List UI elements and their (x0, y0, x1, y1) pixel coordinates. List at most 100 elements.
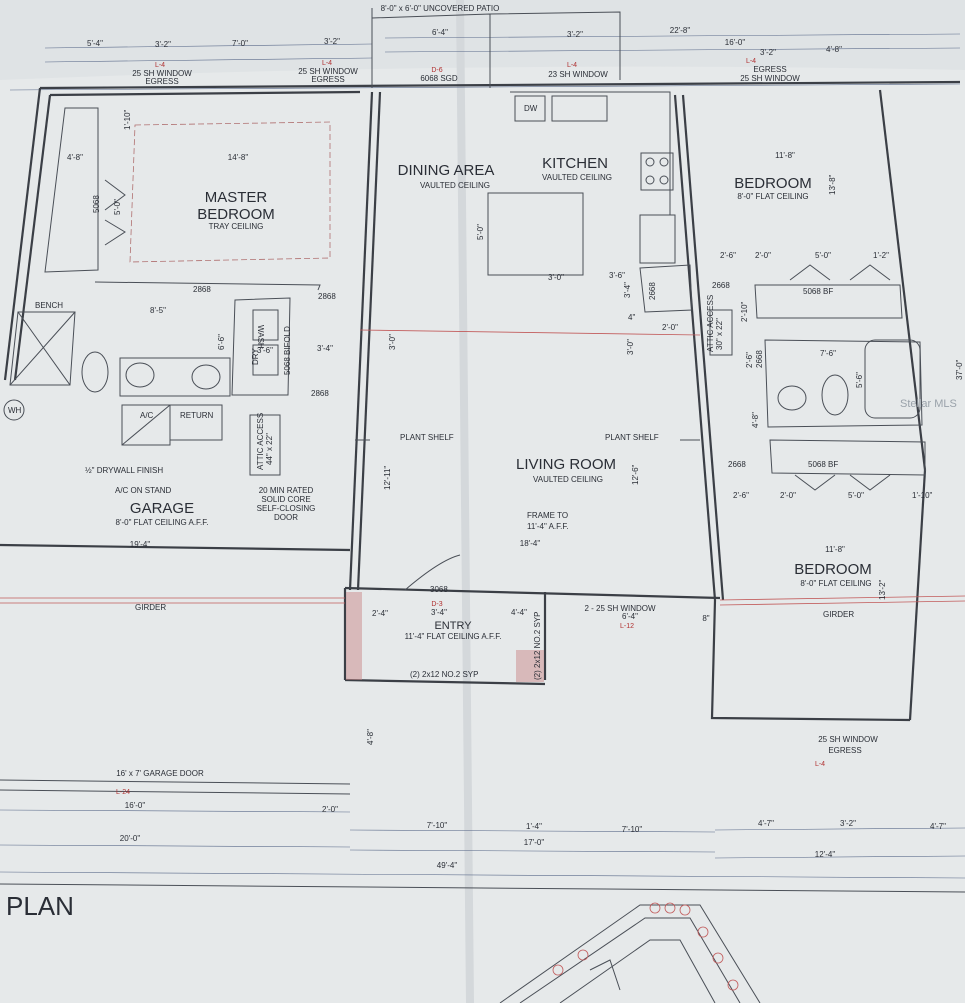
dim-kitchen-3: 3'-0" (626, 339, 635, 355)
entry-ceiling: 11'-4" FLAT CEILING A.F.F. (405, 632, 502, 641)
dim-bot-8: 4'-7" (758, 819, 774, 828)
dim-bot-total: 49'-4" (437, 861, 458, 870)
door-note-4: DOOR (274, 513, 298, 522)
dim-entry-a: 2'-4" (372, 609, 388, 618)
paper-fold (456, 0, 474, 1003)
tag-l4-d: L-4 (746, 58, 756, 65)
water-heater-label: WH (8, 406, 22, 415)
entry-column-left (346, 592, 362, 680)
frame-to-1: FRAME TO (527, 511, 568, 520)
bottom-dimension-lines (0, 809, 965, 893)
dim-entry-e: 8" (702, 614, 709, 623)
sgd-label: 6068 SGD (420, 74, 458, 83)
attic-access-1: ATTIC ACCESS (256, 413, 265, 470)
sh-window-23: 23 SH WINDOW (548, 70, 608, 79)
dim-top-2: 3'-2" (155, 40, 171, 49)
dim-living-width: 18'-4" (520, 539, 541, 548)
tag-l4-e: L-4 (815, 761, 825, 768)
burner-3 (645, 175, 655, 185)
egress-3: EGRESS (753, 65, 786, 74)
dim-top-10: 4'-8" (826, 45, 842, 54)
return-grille (169, 404, 223, 441)
tag-l4-a: L-4 (155, 62, 165, 69)
dining-area-name: DINING AREA (398, 162, 495, 179)
kitchen-ceiling: VAULTED CEILING (542, 173, 612, 182)
attic-size-2: 30" x 22" (715, 318, 724, 350)
dim-entry-b: 3'-4" (431, 608, 447, 617)
dim-bot-2: 2'-0" (322, 805, 338, 814)
girder-line-right-2 (719, 600, 965, 606)
tag-l24: L-24 (116, 789, 130, 796)
ac-stand-note: A/C ON STAND (115, 486, 172, 495)
living-room-name: LIVING ROOM (516, 456, 616, 473)
tag-d6: D-6 (431, 67, 442, 74)
bf-label-1: 5068 BF (803, 287, 833, 296)
plan-title: PLAN (6, 891, 74, 921)
dim-bed1-width: 11'-8" (775, 151, 795, 160)
dim-bot-10: 4'-7" (930, 822, 946, 831)
window-bed-1: 25 SH WINDOW (818, 735, 878, 744)
bedroom-bottom-ceiling: 8'-0" FLAT CEILING (800, 579, 871, 588)
door-2868-a: 2868 (193, 285, 211, 294)
closet-bifold (104, 179, 126, 246)
tray-ceiling-outline (129, 121, 331, 263)
tub (864, 339, 921, 419)
garage-door-label: 16' x 7' GARAGE DOOR (116, 769, 204, 778)
shower-drain-x (9, 311, 76, 386)
garage-ceiling: 8'-0" FLAT CEILING A.F.F. (116, 518, 209, 527)
closet-5068: 5068 (92, 195, 101, 213)
door-2868-b: 2868 (318, 292, 336, 301)
entry-column-right (516, 650, 544, 682)
dim-island-width: 3'-0" (548, 273, 564, 282)
bf-label-2: 5068 BF (808, 460, 838, 469)
master-sink-1 (125, 362, 155, 388)
hall-sink (777, 385, 807, 411)
living-room-ceiling: VAULTED CEILING (533, 475, 603, 484)
dim-closet-a: 2'-6" (720, 251, 736, 260)
dim-bed2-width: 11'-8" (825, 545, 845, 554)
dim-closet-5: 5'-0" (113, 199, 122, 215)
master-south-wall (94, 281, 321, 291)
burner-4 (659, 175, 669, 185)
dim-top-7: 22'-8" (670, 26, 691, 35)
tag-d3: D-3 (431, 601, 442, 608)
master-bedroom-name-2: BEDROOM (197, 206, 275, 223)
dryer (252, 344, 279, 376)
door-2668-c: 2668 (755, 350, 764, 368)
bedroom-bottom-name: BEDROOM (794, 561, 872, 578)
bench-label: BENCH (35, 301, 63, 310)
dim-island-height: 5'-0" (476, 224, 485, 240)
washer-label: WASH (256, 325, 265, 349)
dim-living-height: 12'-6" (631, 464, 640, 485)
dim-closet-height: 1'-10" (123, 109, 132, 130)
bedroom-1-closet (754, 284, 903, 319)
dim-bath2-b: 2'-6" (745, 352, 754, 368)
dim-bot-1: 16'-0" (125, 801, 146, 810)
dw-label: DW (524, 104, 538, 113)
beam-label-1: (2) 2x12 NO.2 SYP (410, 670, 478, 679)
beam-label-2: (2) 2x12 NO.2 SYP (533, 612, 542, 680)
window-egress-1: 25 SH WINDOW (132, 69, 192, 78)
truss-detail (499, 902, 761, 1003)
master-sink-2 (191, 364, 221, 390)
kitchen-island (487, 192, 584, 276)
range (640, 152, 674, 191)
plant-shelf-2: PLANT SHELF (605, 433, 659, 442)
window-egress-2: 25 SH WINDOW (298, 67, 358, 76)
dining-area-ceiling: VAULTED CEILING (420, 181, 490, 190)
dim-bath2-a: 2'-10" (740, 301, 749, 322)
door-2868-c: 2868 (311, 389, 329, 398)
bedroom-2-bifold (794, 474, 891, 491)
egress-1: EGRESS (145, 77, 178, 86)
dim-top-5: 6'-4" (432, 28, 448, 37)
hall-bath (764, 339, 923, 428)
pantry (639, 264, 693, 313)
patio-outline-2 (489, 11, 621, 80)
entry-door-swing (404, 554, 461, 591)
dim-bed2-height: 13'-2" (878, 579, 887, 600)
patio-label: 8'-0" x 6'-0" UNCOVERED PATIO (381, 4, 500, 13)
burner-1 (645, 157, 655, 167)
dim-closet-h: 1'-10" (912, 491, 933, 500)
